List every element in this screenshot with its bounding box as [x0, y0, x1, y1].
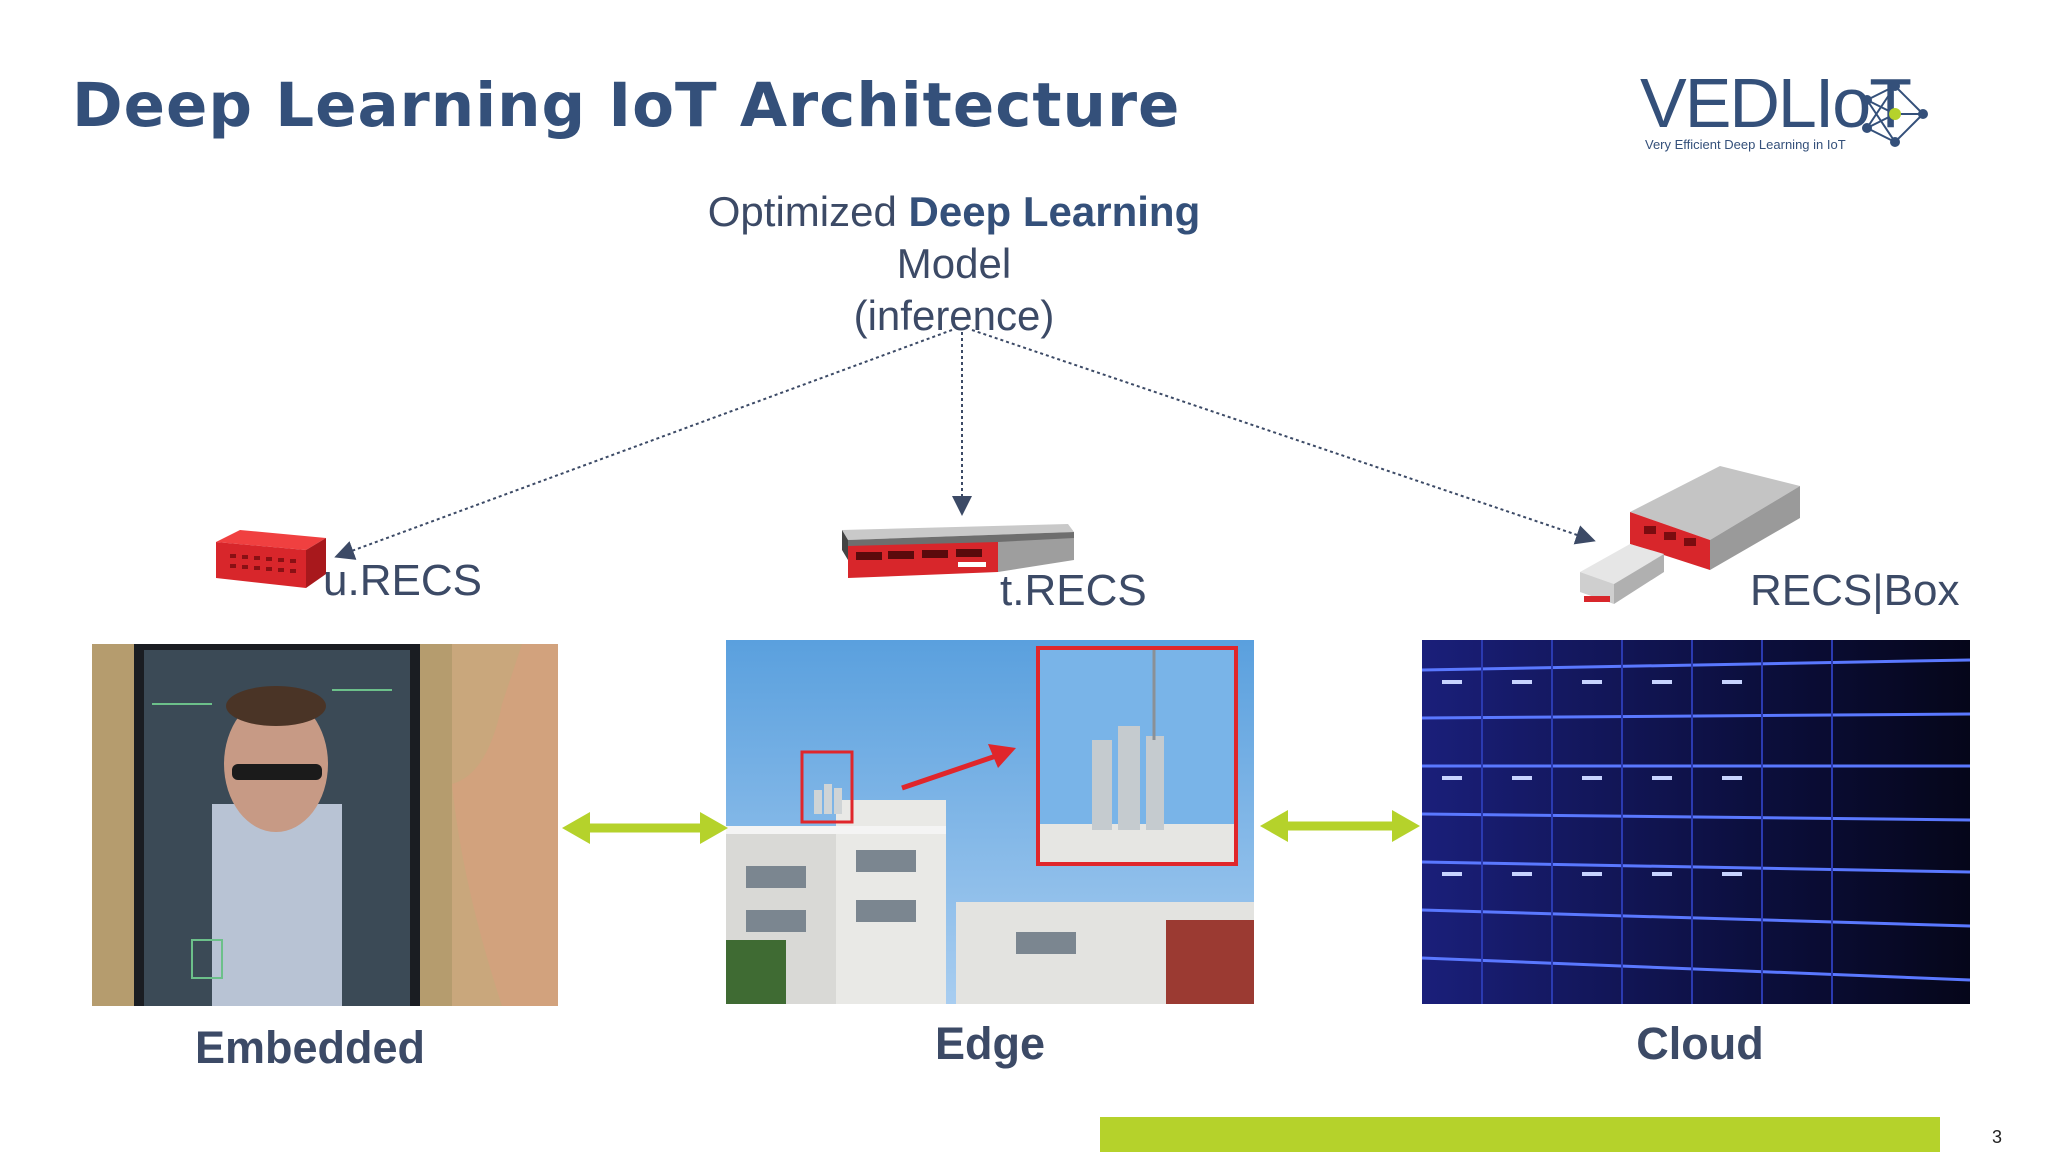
- logo-tagline: Very Efficient Deep Learning in IoT: [1645, 137, 1846, 152]
- tier-label-edge: Edge: [934, 1018, 1046, 1069]
- urecs-device-image: [216, 530, 326, 588]
- arrow-to-urecs: [334, 329, 953, 560]
- arrow-to-recsbox: [971, 329, 1596, 545]
- cloud-photo: [1422, 640, 1970, 1004]
- slide-title: Deep Learning IoT Architecture: [72, 70, 1181, 141]
- embedded-photo: [92, 644, 558, 1006]
- tier-label-embedded: Embedded: [194, 1022, 426, 1073]
- model-line2: Model: [896, 240, 1012, 287]
- neural-network-icon: [1862, 81, 1928, 147]
- page-number: 3: [1992, 1127, 2003, 1147]
- footer-accent-bar: [1100, 1117, 1940, 1152]
- model-line1-prefix: Optimized: [707, 188, 909, 235]
- edge-cloud-link-arrow: [1260, 810, 1420, 842]
- vedliot-logo: VEDLIoT Very Efficient Deep Learning in …: [1640, 68, 1930, 158]
- model-line1-bold: Deep Learning: [908, 188, 1201, 235]
- trecs-label: t.RECS: [1000, 566, 1147, 615]
- model-line3: (inference): [853, 292, 1055, 339]
- embedded-edge-link-arrow: [562, 812, 728, 844]
- urecs-label: u.RECS: [323, 556, 482, 605]
- edge-photo: [726, 640, 1254, 1004]
- recsbox-device-image: [1580, 466, 1800, 604]
- trecs-device-image: [842, 524, 1074, 578]
- recsbox-label: RECS|Box: [1750, 566, 1960, 615]
- tier-label-cloud: Cloud: [1636, 1018, 1764, 1069]
- model-description: Optimized Deep Learning Model (inference…: [560, 186, 1348, 342]
